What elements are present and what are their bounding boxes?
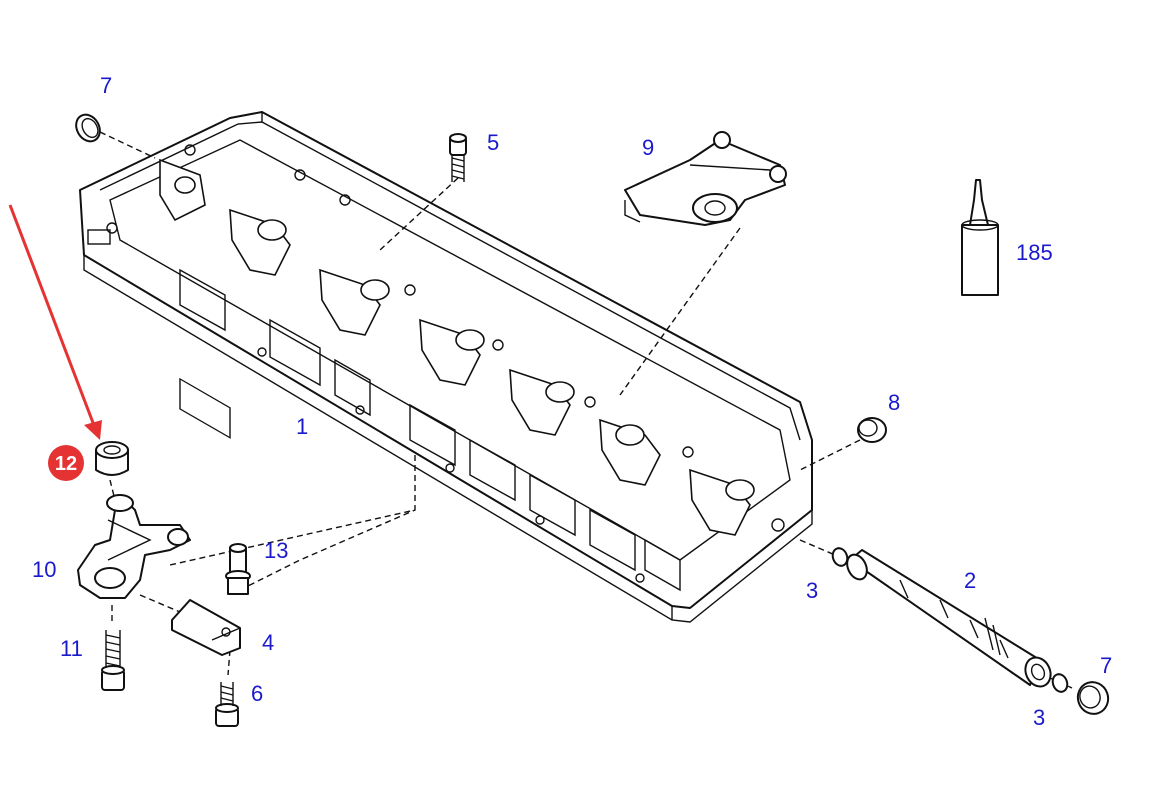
callout-3-right: 3 [1033, 705, 1045, 730]
part-6-screw [215, 682, 239, 727]
part-7-plug-bottom [1076, 681, 1110, 715]
part-3-o-ring-left [831, 547, 849, 567]
part-7-plug-top [75, 113, 101, 143]
highlight-badge-12: 12 [48, 445, 84, 481]
part-9-rocker-arm [624, 131, 787, 226]
callout-9: 9 [642, 135, 654, 160]
callout-6: 6 [251, 681, 263, 706]
callout-5: 5 [487, 130, 499, 155]
callout-3-left: 3 [806, 578, 818, 603]
highlight-badge-label: 12 [55, 453, 77, 475]
callout-8: 8 [888, 390, 900, 415]
callout-7-bottom: 7 [1100, 653, 1112, 678]
part-4-block [171, 599, 241, 656]
callout-1: 1 [296, 414, 308, 439]
housing-bolt-holes [87, 144, 785, 583]
part-5-screw [449, 133, 467, 182]
part-8-cap [857, 417, 887, 443]
callout-labels: 7 5 9 185 8 1 13 10 4 11 6 2 3 7 3 [32, 73, 1112, 730]
installed-rocker-arms [159, 158, 755, 536]
part-11-screw [101, 630, 125, 691]
part-2-rocker-shaft [846, 549, 1052, 688]
callout-10: 10 [32, 557, 56, 582]
highlight-arrow [8, 204, 102, 440]
callout-4: 4 [262, 630, 274, 655]
rocker-carrier-housing [79, 111, 813, 623]
part-3-o-ring-right [1051, 673, 1069, 693]
callout-13: 13 [264, 538, 288, 563]
callout-185: 185 [1016, 240, 1053, 265]
part-12-bushing [95, 441, 129, 476]
housing-window-panels [179, 268, 681, 592]
callout-7-top: 7 [100, 73, 112, 98]
part-10-rocker-arm [77, 494, 191, 599]
part-13-pin [225, 543, 251, 595]
callout-11: 11 [60, 636, 83, 661]
callout-2: 2 [964, 568, 976, 593]
part-185-sealant-tube [961, 179, 999, 296]
